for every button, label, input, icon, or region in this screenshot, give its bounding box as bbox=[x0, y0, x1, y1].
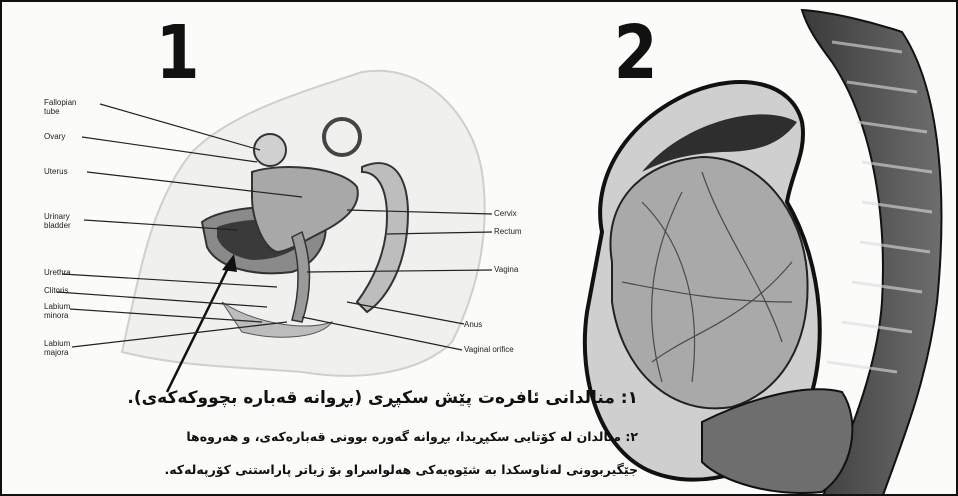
label-cervix: Cervix bbox=[494, 209, 517, 218]
label-labium-minora: Labium minora bbox=[44, 302, 74, 320]
caption-line-3: جێگیربوونی لەناوسکدا بە شێوەیەکی هەلواسر… bbox=[164, 462, 638, 477]
caption-line-2: ٢: منالدان لە کۆتایی سکپڕیدا، بڕوانە گەو… bbox=[186, 429, 638, 444]
label-clitoris: Clitoris bbox=[44, 286, 68, 295]
panel-number-2: 2 bbox=[614, 16, 656, 90]
caption-line-1: ١: منالدانی ئافرەت پێش سکپڕی (بڕوانە قەب… bbox=[127, 388, 638, 408]
label-labium-majora: Labium majora bbox=[44, 339, 74, 357]
label-rectum: Rectum bbox=[494, 227, 522, 236]
label-fallopian-tube: Fallopian tube bbox=[44, 98, 84, 116]
label-uterus: Uterus bbox=[44, 167, 68, 176]
panel-number-1: 1 bbox=[156, 16, 198, 90]
label-anus: Anus bbox=[464, 320, 482, 329]
label-ovary: Ovary bbox=[44, 132, 65, 141]
label-urinary-bladder: Urinary bladder bbox=[44, 212, 84, 230]
label-urethra: Urethra bbox=[44, 268, 71, 277]
label-vaginal-orifice: Vaginal orifice bbox=[464, 345, 514, 354]
label-vagina: Vagina bbox=[494, 265, 518, 274]
